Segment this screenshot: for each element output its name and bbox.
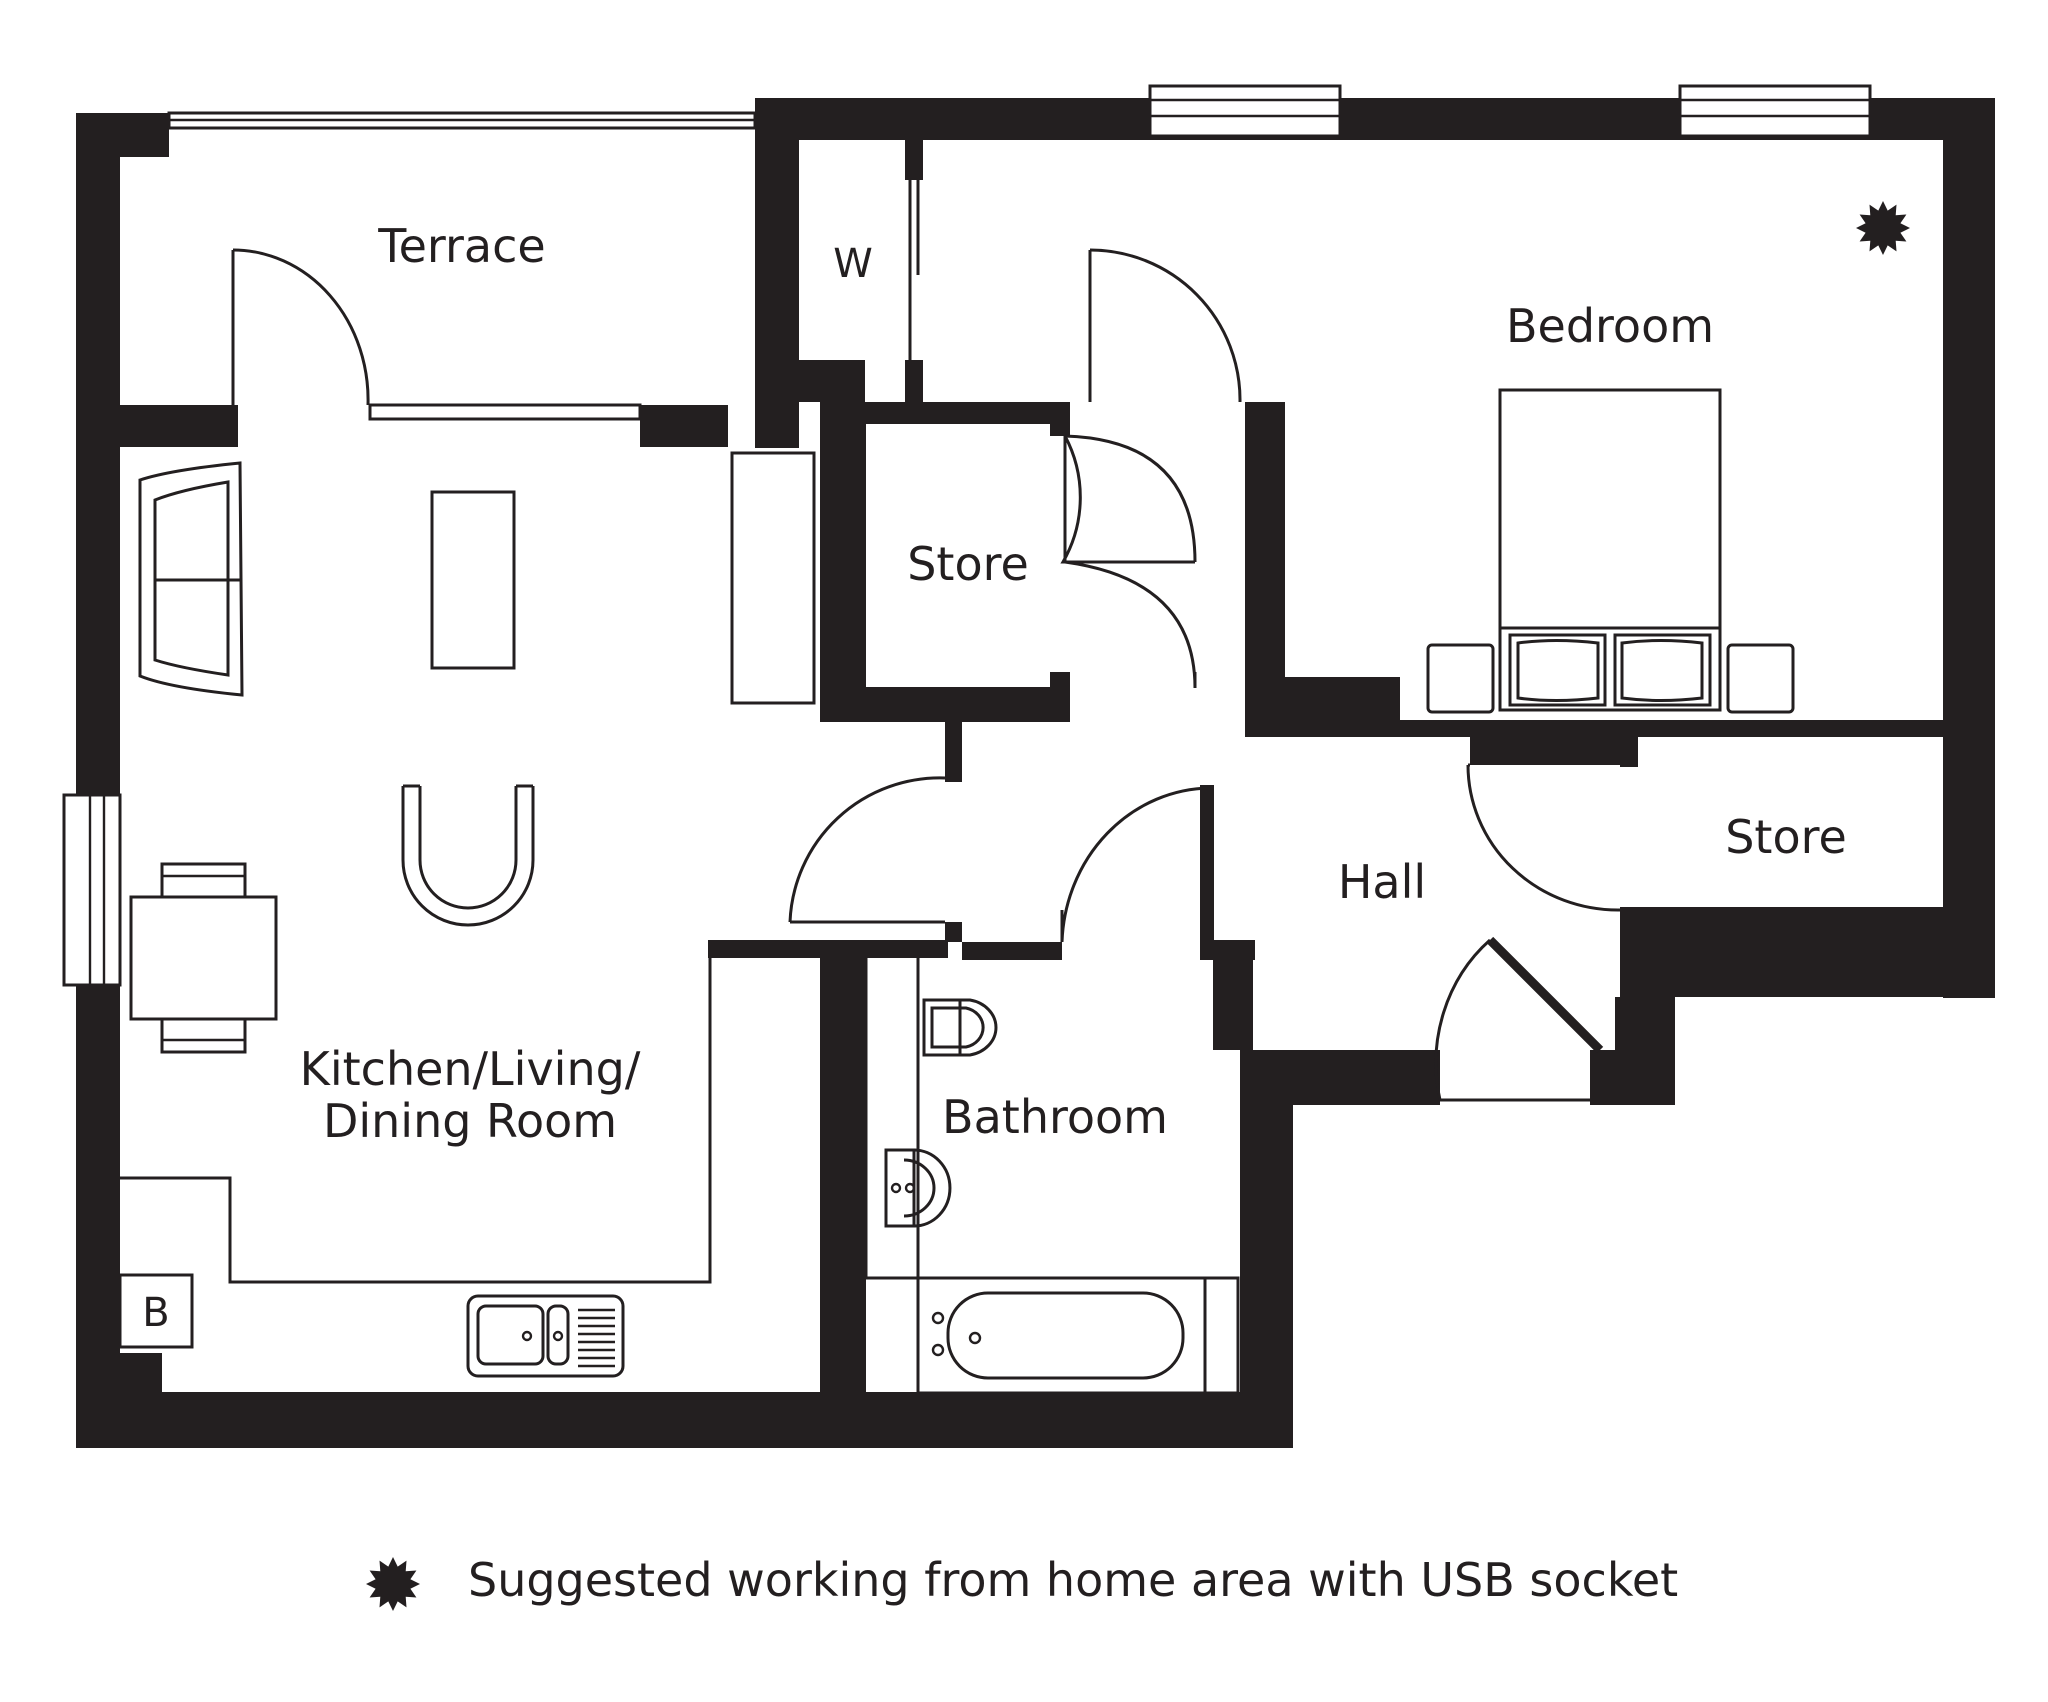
- label-boiler: B: [142, 1290, 169, 1336]
- label-terrace: Terrace: [377, 219, 545, 273]
- windows: [62, 84, 1872, 987]
- walls: [76, 98, 1995, 1448]
- legend-text: Suggested working from home area with US…: [468, 1553, 1678, 1607]
- doors: [231, 180, 1621, 1102]
- legend: Suggested working from home area with US…: [366, 1553, 1678, 1611]
- label-kitchen-line1: Kitchen/Living/: [300, 1042, 641, 1096]
- label-hall: Hall: [1338, 855, 1426, 909]
- legend-starburst-icon: [366, 1557, 420, 1611]
- label-store-top: Store: [907, 537, 1029, 591]
- label-store-right: Store: [1725, 810, 1847, 864]
- starburst-icon: [1856, 201, 1910, 255]
- label-bedroom: Bedroom: [1506, 299, 1714, 353]
- label-wardrobe: W: [833, 241, 873, 287]
- furniture: [118, 388, 1795, 1395]
- room-labels: Terrace Bedroom Store Store Hall Kitchen…: [142, 219, 1847, 1336]
- label-kitchen-line2: Dining Room: [323, 1094, 617, 1148]
- label-bathroom: Bathroom: [942, 1090, 1168, 1144]
